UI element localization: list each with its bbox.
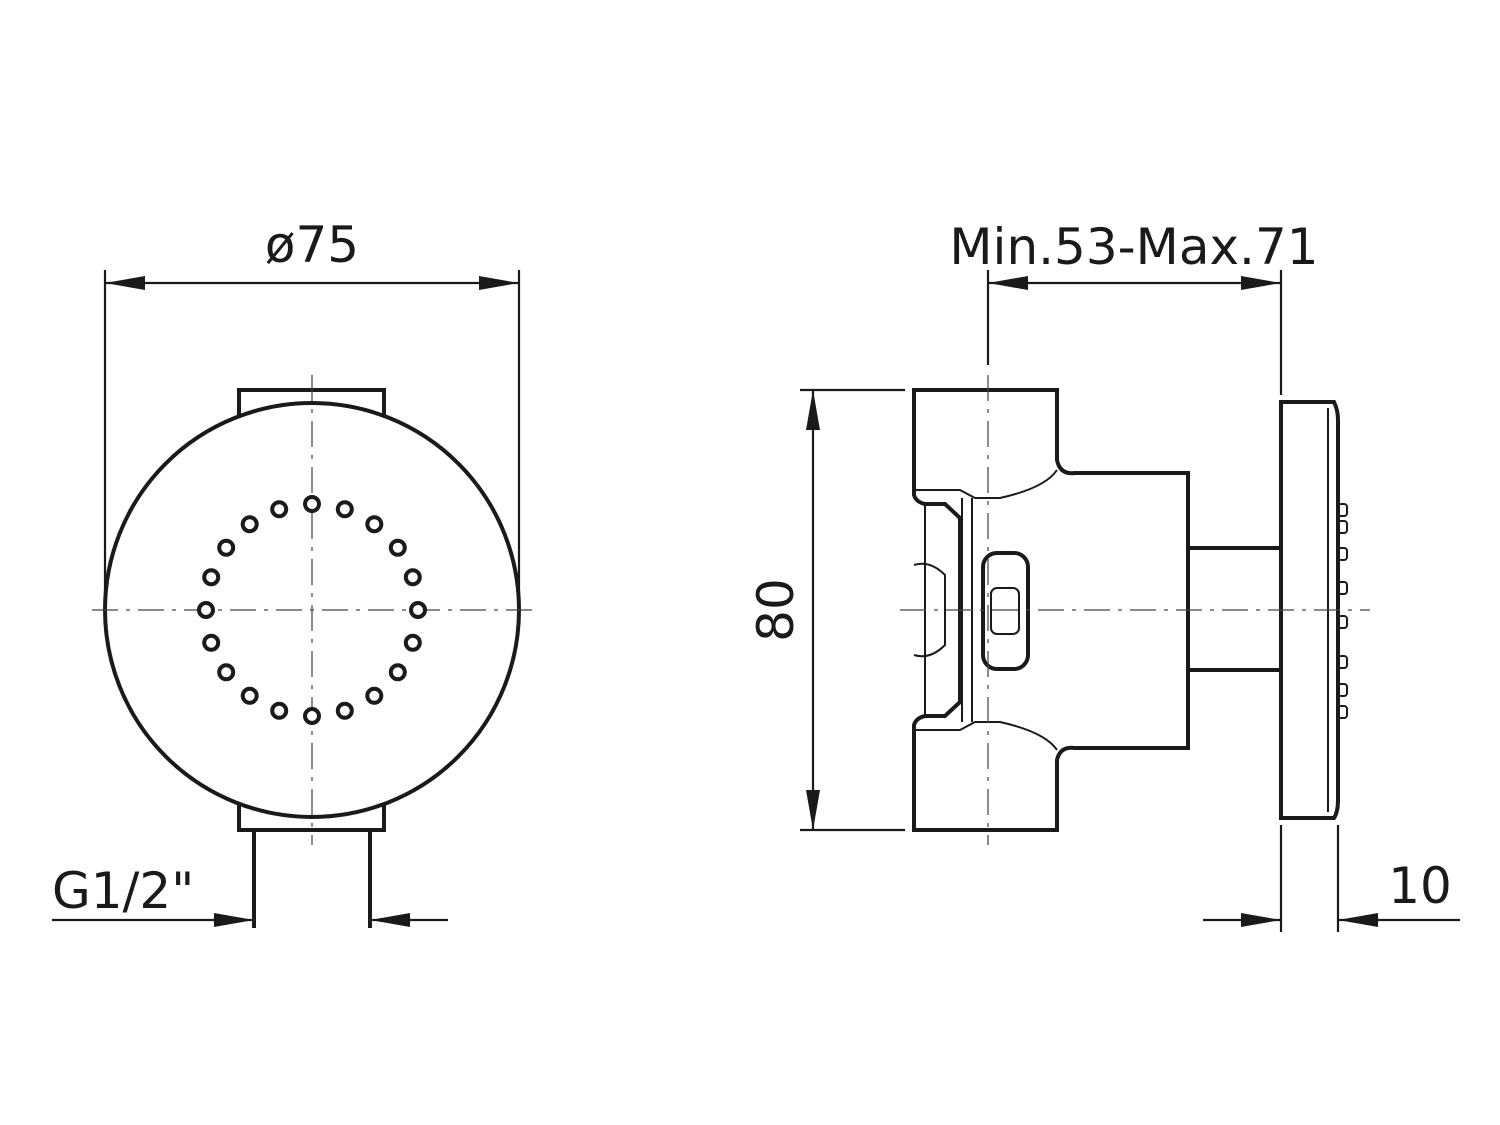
nozzle-hole bbox=[303, 707, 321, 725]
nozzle-hole bbox=[202, 633, 221, 652]
side-nozzle-bumps bbox=[1337, 503, 1348, 719]
side-nozzle-bump bbox=[1337, 503, 1348, 517]
side-adjust-slot-outer bbox=[981, 551, 1030, 671]
thread-arrow-right bbox=[370, 913, 410, 927]
nozzle-hole bbox=[335, 500, 354, 519]
nozzle-hole bbox=[217, 538, 236, 557]
thread-arrow-left bbox=[214, 913, 254, 927]
nozzle-hole bbox=[217, 663, 236, 682]
side-body-contour-bottom bbox=[914, 721, 1058, 751]
side-nozzle-bump bbox=[1337, 547, 1348, 561]
height-arrow-bottom bbox=[806, 790, 820, 830]
nozzle-hole bbox=[403, 568, 422, 587]
depth-arrow-right bbox=[1241, 276, 1281, 290]
nozzle-hole bbox=[388, 538, 407, 557]
diameter-label: ø75 bbox=[265, 216, 359, 274]
nozzle-hole bbox=[303, 495, 321, 513]
nozzle-hole bbox=[409, 601, 427, 619]
height-arrow-top bbox=[806, 390, 820, 430]
nozzle-hole bbox=[197, 601, 215, 619]
plate-arrow-right bbox=[1338, 913, 1378, 927]
depth-dimension: Min.53-Max.71 bbox=[949, 218, 1319, 395]
front-view bbox=[92, 375, 534, 928]
side-view bbox=[900, 375, 1370, 845]
nozzle-hole bbox=[388, 663, 407, 682]
plate-arrow-left bbox=[1241, 913, 1281, 927]
nozzle-hole bbox=[403, 633, 422, 652]
nozzle-hole bbox=[270, 500, 289, 519]
nozzle-hole bbox=[240, 515, 259, 534]
nozzle-hole bbox=[335, 701, 354, 720]
height-label: 80 bbox=[747, 578, 805, 642]
depth-arrow-left bbox=[988, 276, 1028, 290]
thread-dimension: G1/2" bbox=[52, 862, 448, 927]
side-head-plate bbox=[1279, 400, 1340, 820]
nozzle-ring bbox=[197, 495, 427, 725]
nozzle-hole bbox=[240, 686, 259, 705]
plate-thickness-label: 10 bbox=[1388, 857, 1452, 915]
side-collar bbox=[913, 562, 946, 658]
height-dimension: 80 bbox=[747, 388, 905, 832]
side-adjust-slot-inner bbox=[990, 587, 1020, 635]
plate-thickness-dimension: 10 bbox=[1203, 825, 1460, 932]
side-mount-body bbox=[912, 388, 1190, 832]
depth-label: Min.53-Max.71 bbox=[949, 218, 1318, 276]
side-nozzle-bump bbox=[1337, 520, 1348, 534]
side-nozzle-bump bbox=[1337, 683, 1348, 697]
diameter-dimension: ø75 bbox=[103, 216, 521, 598]
diameter-arrow-left bbox=[105, 276, 145, 290]
nozzle-hole bbox=[365, 515, 384, 534]
diameter-arrow-right bbox=[479, 276, 519, 290]
nozzle-hole bbox=[365, 686, 384, 705]
side-nozzle-bump bbox=[1337, 655, 1348, 669]
side-nozzle-bump bbox=[1337, 615, 1348, 629]
nozzle-hole bbox=[202, 568, 221, 587]
thread-label: G1/2" bbox=[52, 862, 194, 920]
side-nozzle-bump bbox=[1337, 705, 1348, 719]
nozzle-hole bbox=[270, 701, 289, 720]
side-nozzle-bump bbox=[1337, 581, 1348, 595]
side-body-contour-top bbox=[914, 469, 1058, 499]
